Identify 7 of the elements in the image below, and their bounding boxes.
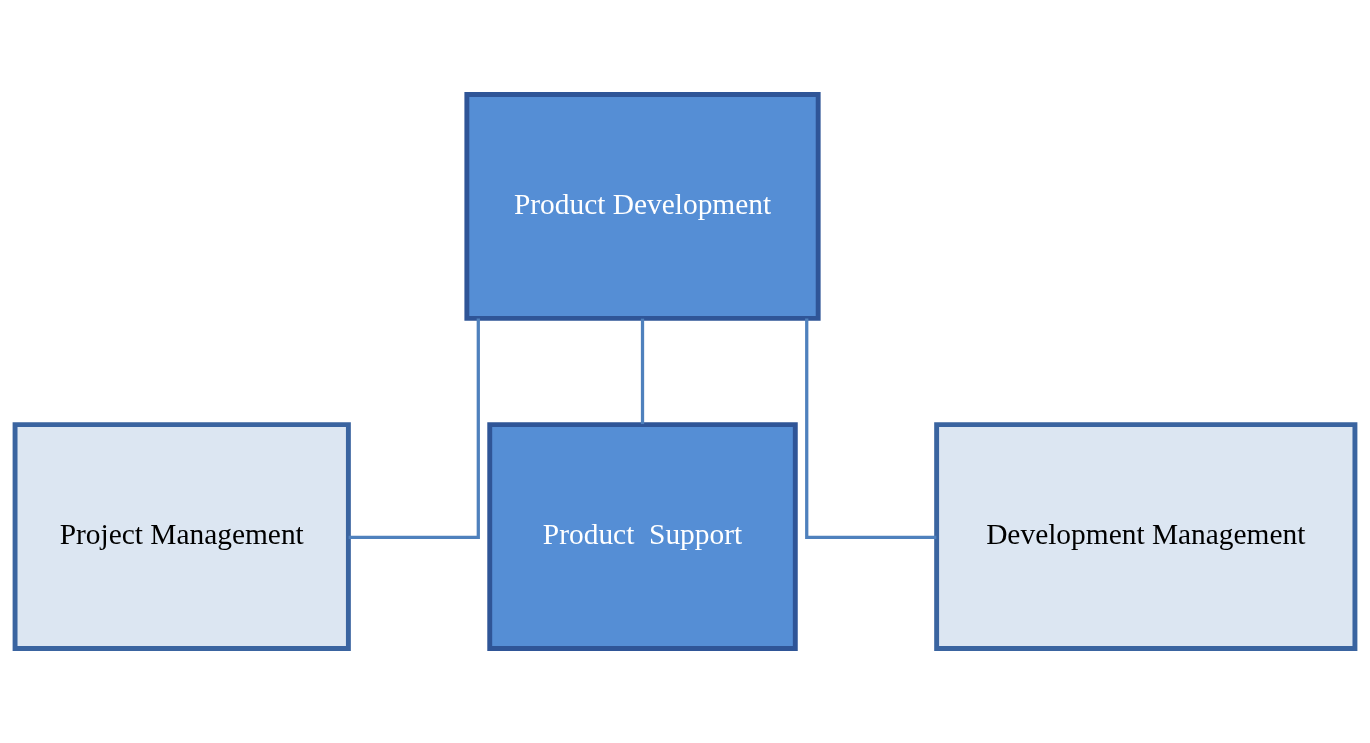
node-box: Development Management bbox=[934, 422, 1358, 651]
connector bbox=[805, 318, 937, 539]
connector bbox=[348, 318, 480, 539]
node-box: Product Support bbox=[487, 422, 798, 651]
node-box: Product Development bbox=[464, 92, 821, 321]
node-box: Project Management bbox=[12, 422, 351, 651]
connector bbox=[640, 318, 645, 425]
